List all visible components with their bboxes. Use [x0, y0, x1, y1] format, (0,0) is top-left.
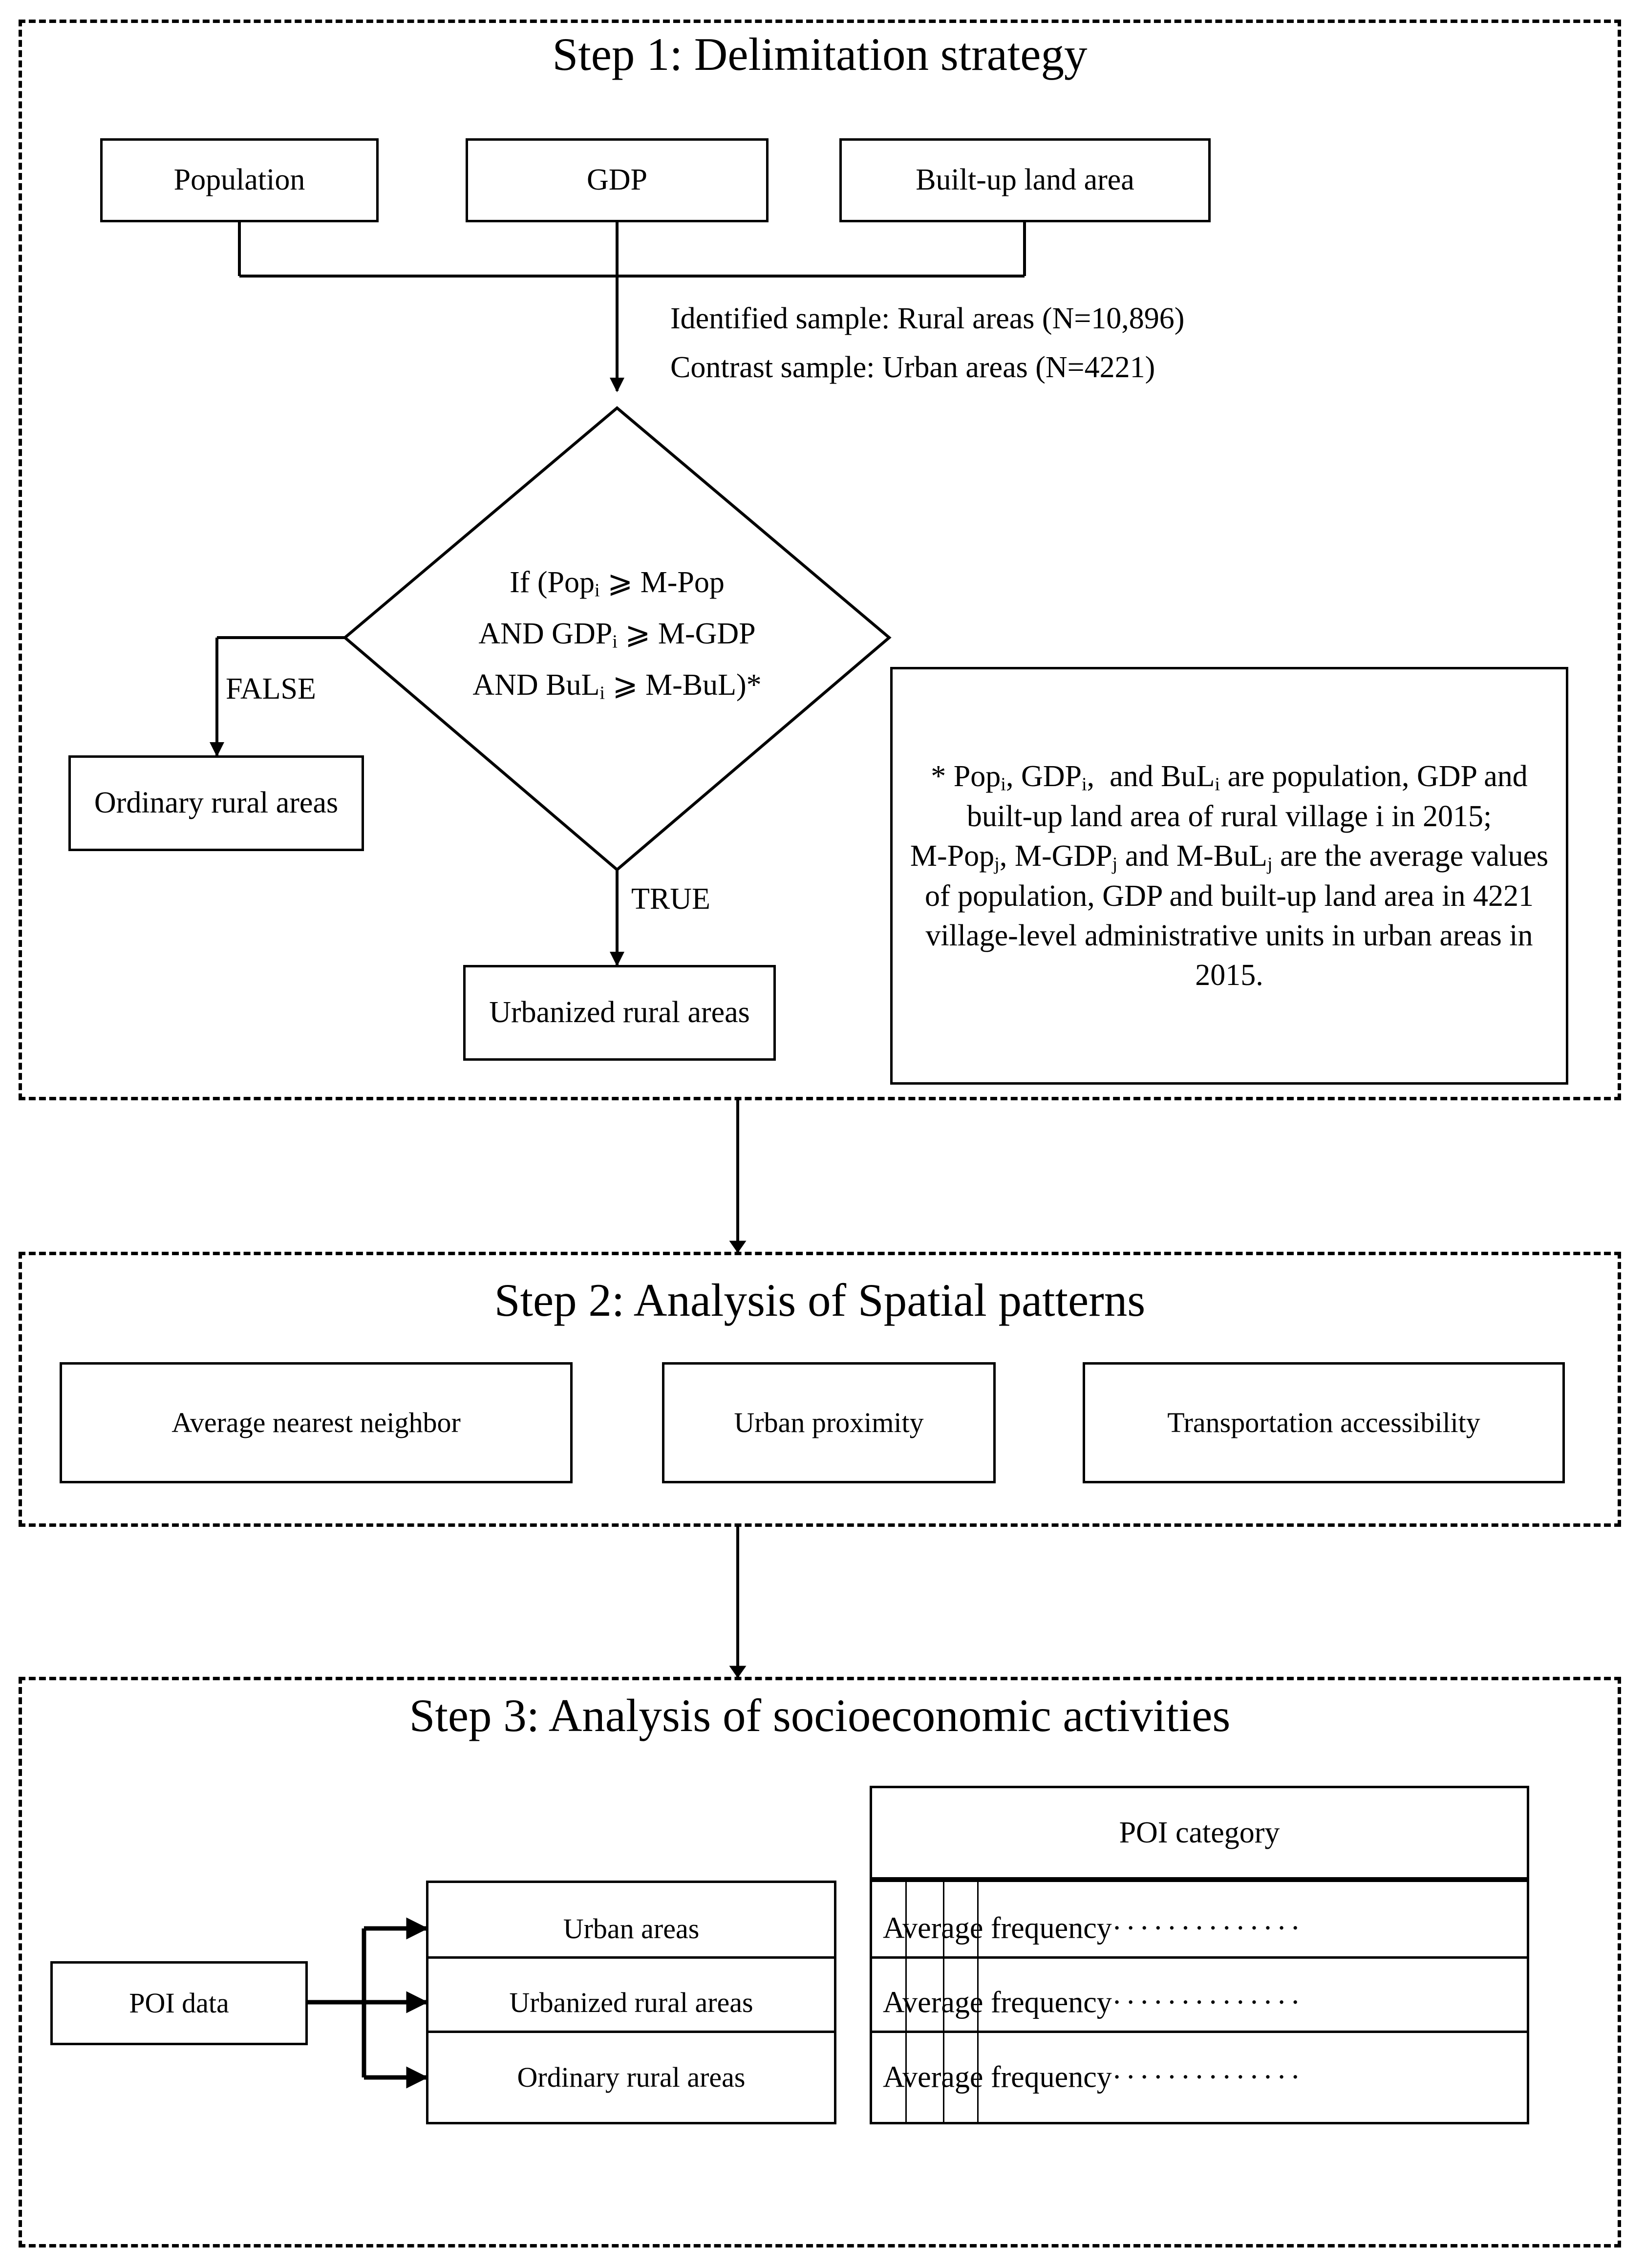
decision-condition-line1: If (Popi ⩾ M-Pop [510, 566, 725, 601]
input-box-population[interactable]: Population [100, 138, 379, 222]
step3-frame [19, 1677, 1621, 2247]
target-label-urbanized-rural-areas: Urbanized rural areas [509, 1986, 753, 2018]
target-label-ordinary-rural-areas: Ordinary rural areas [517, 2061, 746, 2093]
poi-column-divider [977, 1882, 979, 1975]
poi-cell-value: Average frequency·············· [883, 1986, 1304, 2019]
footnote-text: * Popi, GDPi, and BuLi are population, G… [910, 759, 1549, 992]
poi-column-divider [943, 1882, 944, 1975]
footnote-box: * Popi, GDPi, and BuLi are population, G… [890, 667, 1568, 1085]
poi-cell-dots: ·············· [1111, 1986, 1304, 2019]
source-label-poi-data: POI data [129, 1987, 229, 2019]
outcome-box-urbanized-rural-areas[interactable]: Urbanized rural areas [463, 965, 776, 1061]
poi-column-divider [905, 1882, 907, 1975]
input-label-population: Population [173, 163, 305, 197]
poi-column-divider [905, 1959, 907, 2047]
input-box-gdp[interactable]: GDP [466, 138, 769, 222]
sample-note-contrast: Contrast sample: Urban areas (N=4221) [670, 351, 1155, 384]
poi-cell-value: Average frequency·············· [883, 1911, 1304, 1945]
outcome-box-ordinary-rural-areas[interactable]: Ordinary rural areas [68, 755, 364, 851]
decision-condition-line2: AND GDPi ⩾ M-GDP [478, 617, 756, 652]
input-label-built-up-land-area: Built-up land area [916, 163, 1134, 197]
method-label-urban-proximity: Urban proximity [734, 1406, 924, 1438]
method-box-transportation-accessibility[interactable]: Transportation accessibility [1083, 1362, 1565, 1483]
poi-category-header-cell: POI category [870, 1786, 1529, 1880]
input-box-built-up-land-area[interactable]: Built-up land area [839, 138, 1211, 222]
poi-cell-dots: ·············· [1111, 1911, 1304, 1945]
step2-frame [19, 1252, 1621, 1527]
poi-column-divider [977, 2033, 979, 2122]
method-box-average-nearest-neighbor[interactable]: Average nearest neighbor [60, 1362, 573, 1483]
target-label-urban-areas: Urban areas [563, 1912, 700, 1945]
poi-column-divider [977, 1959, 979, 2047]
input-label-gdp: GDP [586, 163, 648, 197]
poi-column-divider [943, 1959, 944, 2047]
method-label-average-nearest-neighbor: Average nearest neighbor [171, 1406, 461, 1438]
poi-column-divider [943, 2033, 944, 2122]
poi-cell-dots: ·············· [1111, 2060, 1304, 2094]
target-box-ordinary-rural-areas[interactable]: Ordinary rural areas [426, 2031, 836, 2124]
step3-title: Step 3: Analysis of socioeconomic activi… [409, 1690, 1231, 1741]
method-box-urban-proximity[interactable]: Urban proximity [662, 1362, 996, 1483]
step1-frame [19, 20, 1621, 1100]
outcome-label-ordinary-rural-areas: Ordinary rural areas [94, 786, 339, 820]
outcome-label-urbanized-rural-areas: Urbanized rural areas [489, 996, 750, 1029]
poi-table-row-ordinary: Average frequency·············· [870, 2031, 1529, 2124]
branch-label-true: TRUE [631, 882, 710, 916]
poi-cell-value: Average frequency·············· [883, 2060, 1304, 2094]
sample-note-identified: Identified sample: Rural areas (N=10,896… [670, 302, 1185, 335]
decision-condition-line3: AND BuLi ⩾ M-BuL)* [472, 668, 762, 704]
method-label-transportation-accessibility: Transportation accessibility [1167, 1406, 1480, 1438]
poi-column-divider [905, 2033, 907, 2122]
branch-label-false: FALSE [226, 672, 316, 706]
poi-category-header-label: POI category [1119, 1816, 1280, 1849]
step2-title: Step 2: Analysis of Spatial patterns [494, 1274, 1146, 1326]
source-box-poi-data[interactable]: POI data [50, 1961, 308, 2045]
step1-title: Step 1: Delimitation strategy [552, 28, 1088, 80]
